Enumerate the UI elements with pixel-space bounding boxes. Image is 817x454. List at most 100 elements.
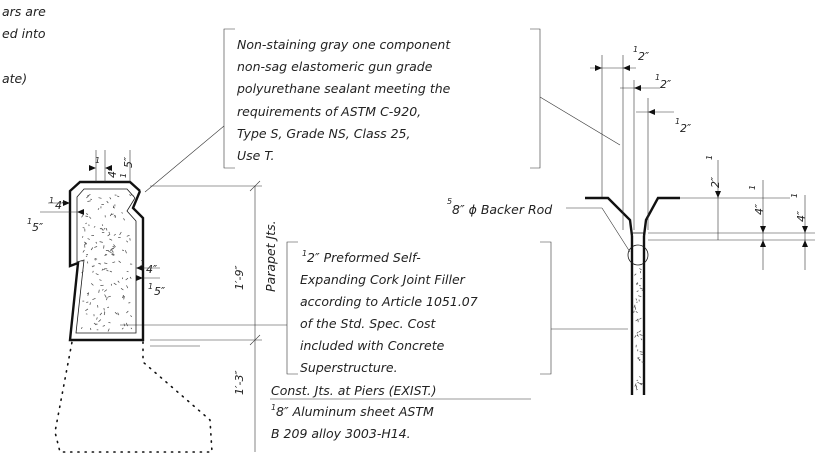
hatch-speck (641, 361, 644, 363)
hatch-speck (635, 311, 638, 313)
partial-note-line-3: ate) (2, 71, 27, 86)
r-arrow-1b (623, 65, 630, 71)
hatch-speck (90, 247, 94, 251)
dim-mid-five-numerator: 1 (148, 282, 153, 291)
hatch-speck (112, 261, 116, 264)
dim-mid-five-eighths: 5″ (154, 285, 166, 298)
dim-top-arrow-1 (89, 165, 96, 171)
dim-left-arrow-2 (77, 209, 84, 215)
hatch-speck (633, 310, 635, 313)
hatch-speck (634, 306, 637, 310)
hatch-speck (634, 273, 637, 276)
slab-left-edge (585, 196, 634, 237)
aluminum-line-2: B 209 alloy 3003-H14. (271, 426, 411, 441)
cork-fraction-numerator: 1 (302, 249, 307, 258)
r-vdim-2-numerator: 1 (748, 185, 757, 190)
r-dim-3-numerator: 1 (675, 117, 680, 126)
hatch-speck (125, 277, 129, 281)
cork-bracket-right (540, 241, 552, 375)
hatch-speck (84, 242, 88, 245)
sealant-line-2: non-sag elastomeric gun grade (237, 59, 433, 74)
r-varrow-2a (760, 226, 766, 233)
hatch-speck (639, 287, 643, 290)
r-arrow-3 (648, 109, 655, 115)
hatch-speck (81, 214, 84, 218)
hatch-speck (85, 308, 89, 311)
hatch-speck (82, 235, 84, 238)
sealant-leader-right (539, 96, 621, 146)
hatch-speck (126, 240, 129, 243)
r-vdim-1-numerator: 1 (705, 155, 714, 160)
r-varrow-1 (715, 191, 721, 198)
hatch-speck (108, 321, 111, 324)
hatch-speck (121, 212, 123, 214)
hatch-speck (117, 280, 120, 283)
hatch-speck (113, 282, 117, 286)
r-dim-half-4: 2″ (709, 176, 722, 188)
sealant-line-3: polyurethane sealant meeting the (236, 81, 451, 96)
hatch-speck (117, 312, 120, 316)
hatch-speck (637, 334, 639, 337)
hatch-speck (637, 357, 641, 361)
hatch-speck (103, 268, 105, 271)
hatch-speck (130, 327, 133, 330)
sealant-leader-left (144, 125, 225, 193)
r-varrow-2b (760, 240, 766, 247)
hatch-speck (114, 215, 116, 218)
hatch-speck (130, 315, 133, 317)
hatch-speck (105, 227, 108, 231)
hatch-speck (85, 255, 88, 258)
tick-mid (249, 334, 261, 346)
dim-left-five-eighths: 5″ (32, 221, 44, 234)
partial-note-line-1: ars are (2, 4, 46, 19)
partial-note-line-2: ed into (2, 26, 46, 41)
cork-filler-note: 1 2″ Preformed Self- Expanding Cork Join… (120, 241, 628, 375)
parapet-section: 1′-9″ 1′-3″ Parapet Jts. 1 4″ 5″ 1 1 4″ … (27, 150, 278, 453)
hatch-speck (635, 298, 638, 301)
hatch-speck (101, 227, 104, 231)
hatch-speck (112, 247, 114, 250)
hatch-speck (94, 258, 98, 260)
hatch-speck (640, 277, 642, 280)
hatch-speck (636, 282, 638, 286)
aluminum-fraction-numerator: 1 (271, 403, 276, 412)
hatch-speck (81, 326, 83, 330)
sealant-note: Non-staining gray one component non-sag … (144, 28, 621, 193)
dim-mid-quarter: 4″ (146, 263, 158, 276)
hatch-speck (92, 297, 96, 301)
dim-height-upper: 1′-9″ (233, 265, 246, 290)
hatch-speck (102, 325, 106, 327)
hatch-speck (109, 238, 113, 241)
hatch-speck (129, 194, 131, 197)
sealant-line-1: Non-staining gray one component (237, 37, 451, 52)
hatch-speck (117, 195, 120, 198)
hatch-speck (98, 319, 102, 323)
hatch-speck (84, 241, 87, 246)
dim-top-five-numerator: 1 (119, 173, 128, 178)
hatch-speck (104, 294, 107, 298)
hatch-speck (95, 241, 98, 244)
backer-rod-numerator: 5 (447, 197, 452, 206)
tick-top (249, 180, 261, 192)
hatch-speck (106, 269, 109, 272)
hatch-speck (130, 194, 134, 196)
r-dim-half-2: 2″ (660, 78, 672, 91)
hatch-speck (638, 295, 642, 298)
dim-mid-arrow-2 (136, 275, 143, 281)
hatch-speck (109, 197, 112, 200)
r-vdim-3-numerator: 1 (790, 193, 799, 198)
dim-left-five-numerator: 1 (27, 217, 32, 226)
hatch-speck (101, 224, 104, 226)
cork-line-1: 2″ Preformed Self- (307, 250, 421, 265)
backer-rod-leader-2 (601, 207, 631, 253)
r-dim-half-3: 2″ (680, 122, 692, 135)
hatch-speck (636, 331, 639, 334)
hatch-speck (126, 310, 129, 314)
cork-line-6: Superstructure. (300, 360, 398, 375)
hatch-speck (97, 208, 100, 210)
hatch-speck (107, 328, 110, 332)
r-varrow-3a (802, 226, 808, 233)
cork-bracket-left (286, 241, 298, 375)
hatch-speck (126, 234, 130, 237)
